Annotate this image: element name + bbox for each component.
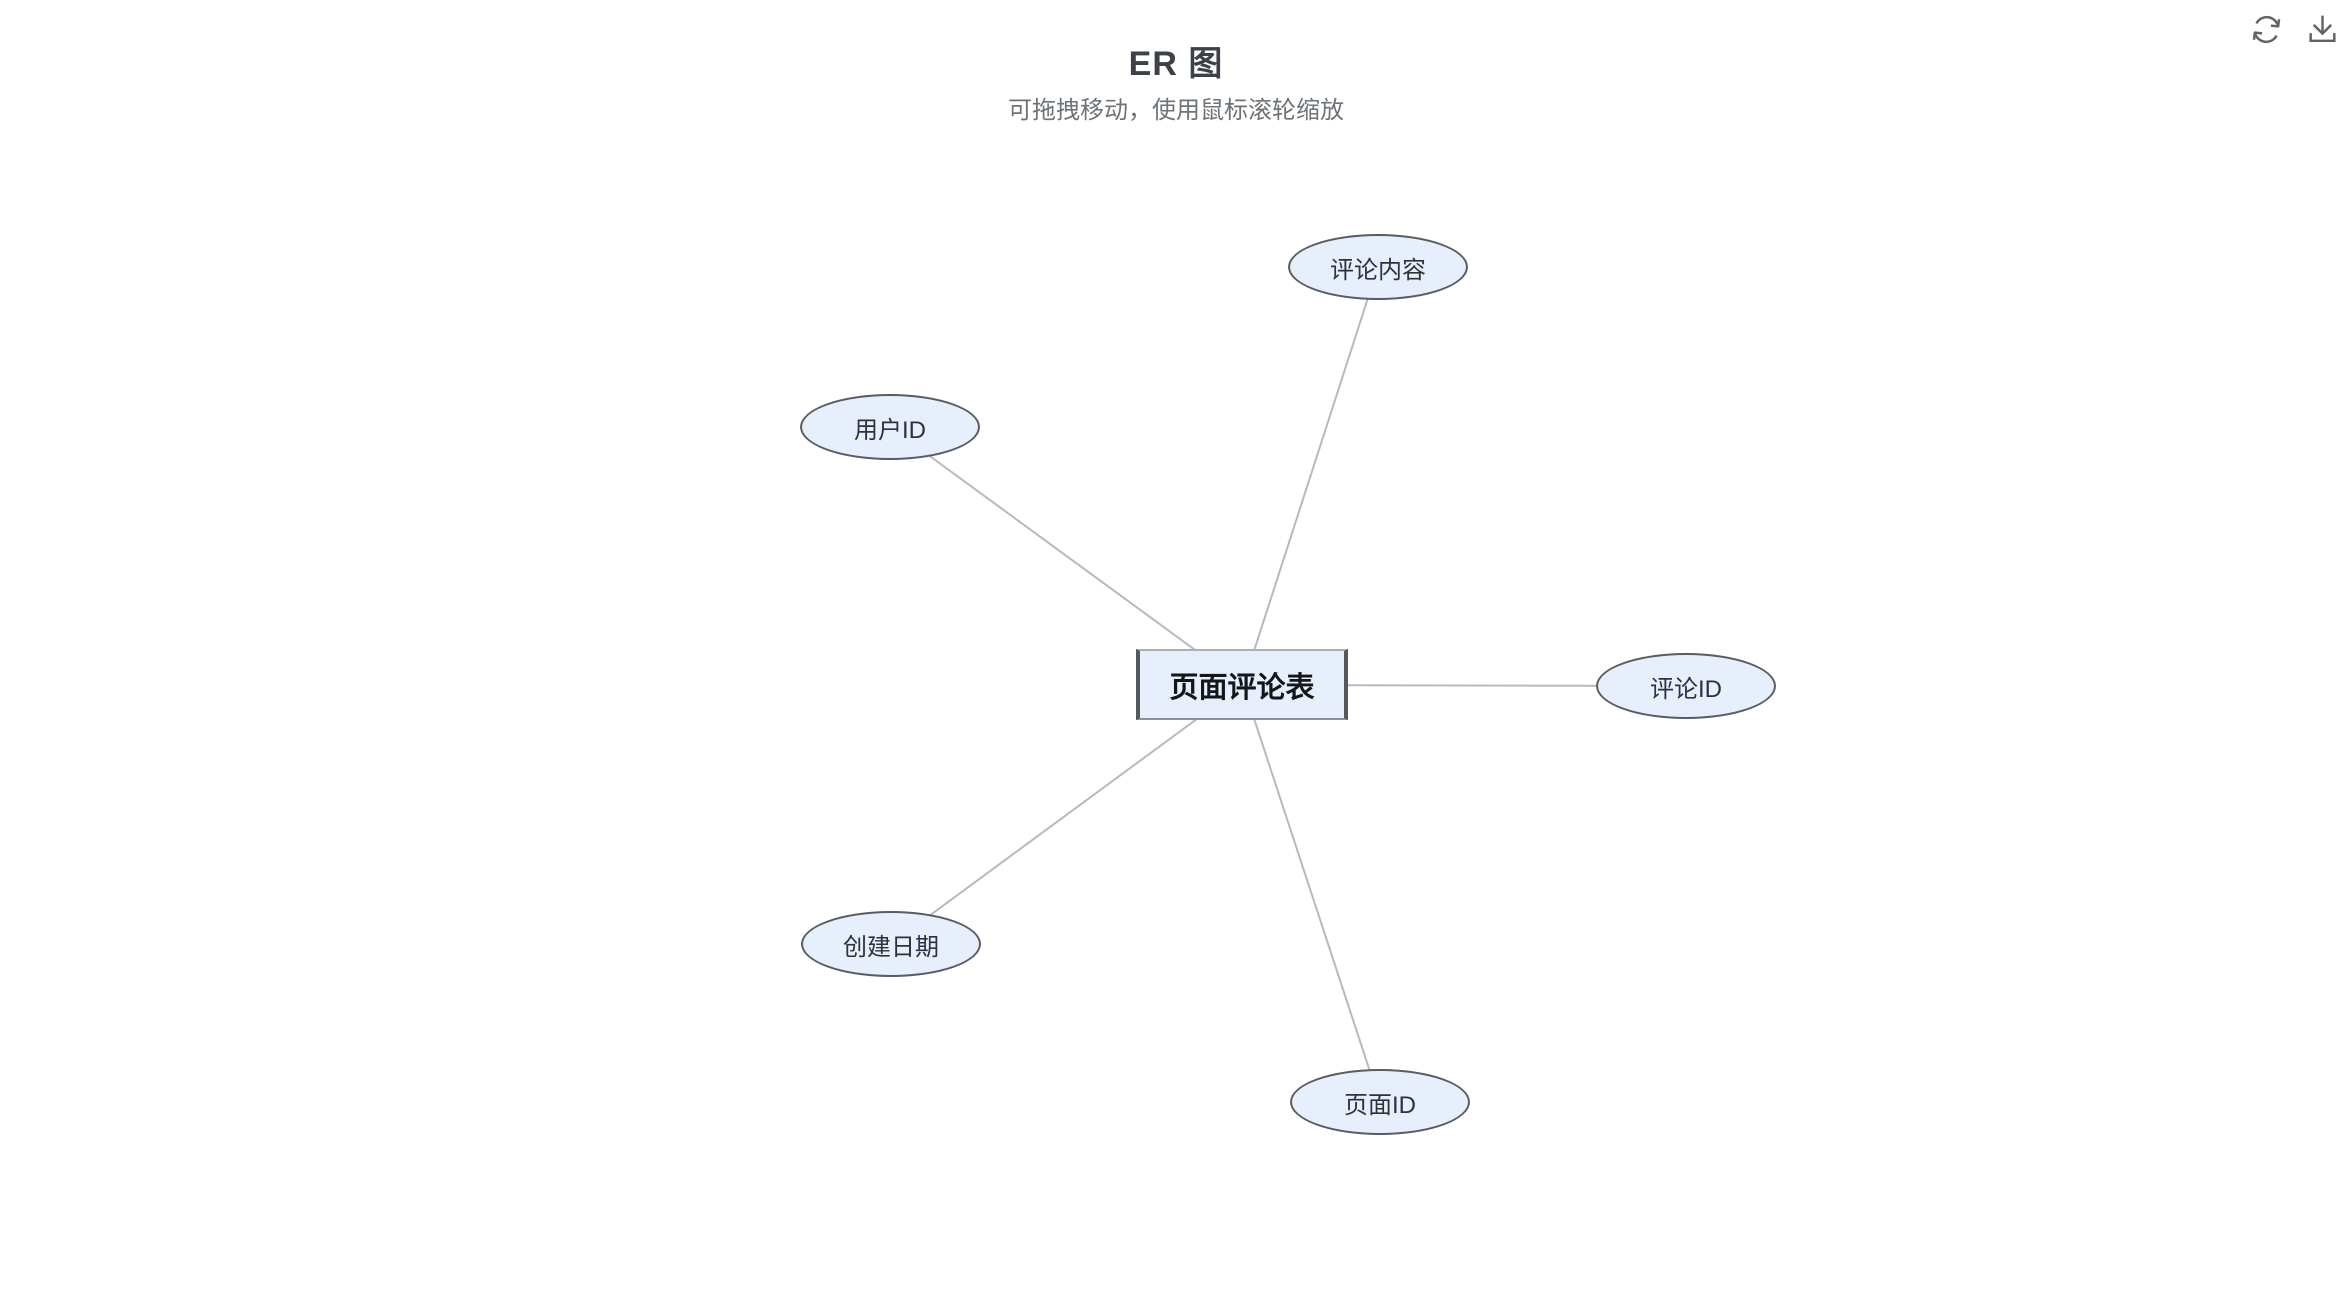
page-title: ER 图: [1128, 45, 1224, 83]
refresh-button[interactable]: [2246, 9, 2286, 49]
toolbar: [2246, 9, 2342, 49]
edge-entity-page-id: [1242, 684, 1381, 1103]
attribute-node-comment-content[interactable]: 评论内容: [1288, 234, 1468, 300]
edge-entity-comment-content: [1242, 266, 1379, 686]
entity-node-page-comments-table[interactable]: 页面评论表: [1136, 649, 1348, 720]
header: ER 图 可拖拽移动，使用鼠标滚轮缩放: [0, 0, 2352, 126]
download-icon: [2308, 15, 2336, 42]
edge-entity-user-id: [889, 426, 1244, 686]
page-subtitle: 可拖拽移动，使用鼠标滚轮缩放: [1008, 97, 1344, 124]
refresh-icon: [2252, 15, 2280, 43]
attribute-node-comment-id[interactable]: 评论ID: [1596, 653, 1776, 719]
edge-entity-create-date: [890, 684, 1244, 945]
attribute-node-page-id[interactable]: 页面ID: [1290, 1069, 1470, 1135]
attribute-node-create-date[interactable]: 创建日期: [801, 911, 981, 977]
download-button[interactable]: [2302, 9, 2342, 49]
attribute-node-user-id[interactable]: 用户ID: [800, 394, 980, 460]
